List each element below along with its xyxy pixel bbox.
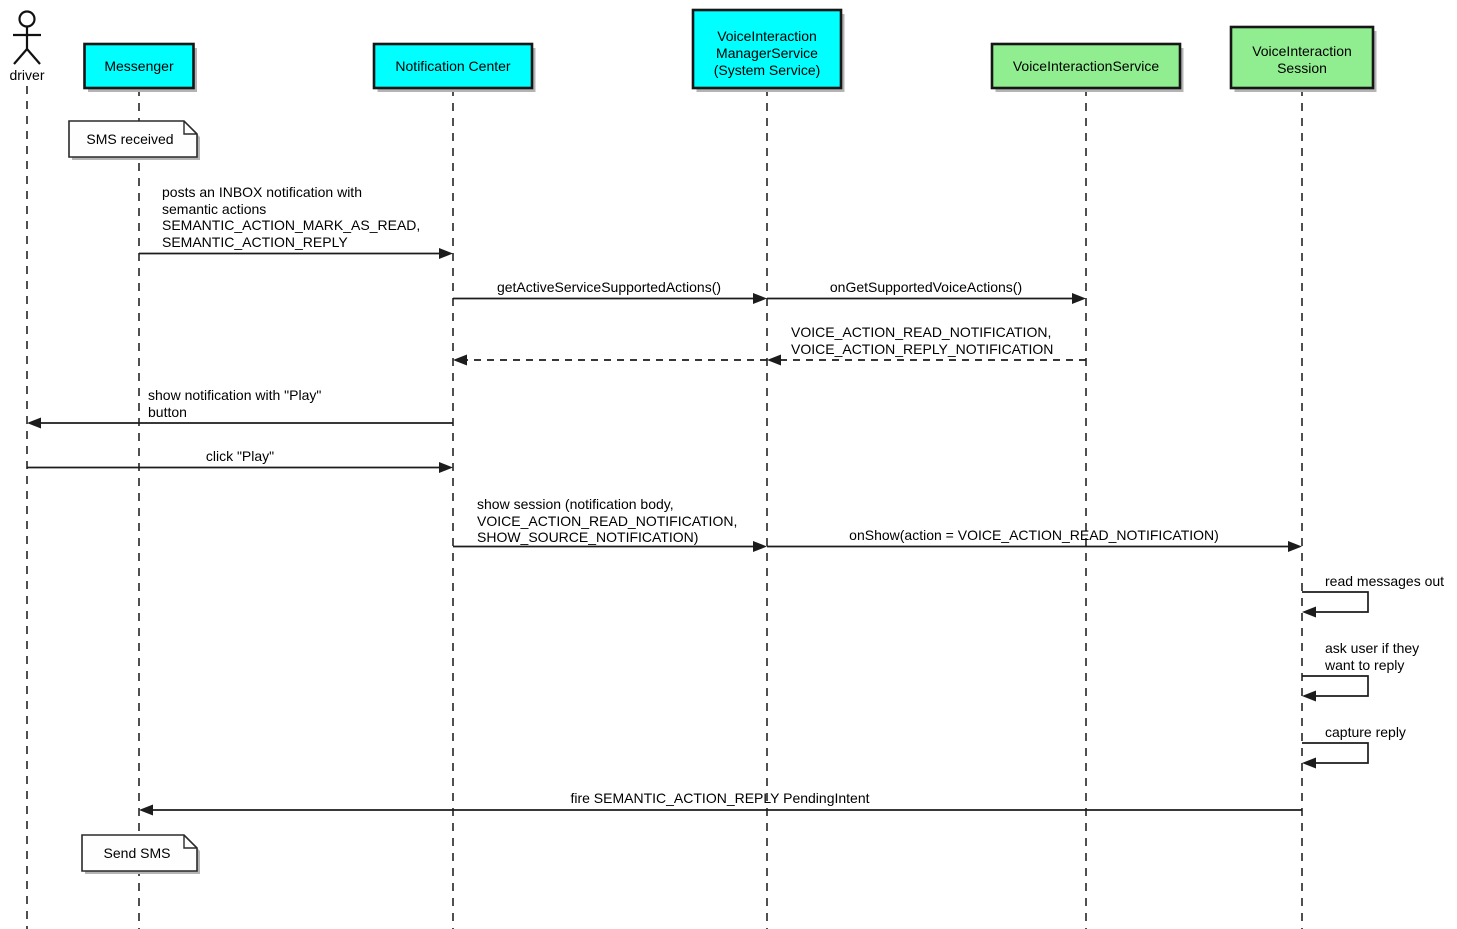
message-label: show notification with "Play" <box>148 387 321 403</box>
participant-label: Messenger <box>104 58 174 74</box>
participant-voice-interaction-session: VoiceInteraction Session <box>1229 25 1377 92</box>
message-click-play: click "Play" <box>27 448 453 473</box>
message-return-voice-actions: VOICE_ACTION_READ_NOTIFICATION, VOICE_AC… <box>453 324 1086 366</box>
self-message-capture-reply: capture reply <box>1302 724 1406 769</box>
note-sms-received: SMS received <box>68 120 200 160</box>
arrowhead-left-icon <box>767 354 781 366</box>
participant-label: (System Service) <box>714 62 821 78</box>
participant-label: VoiceInteraction <box>717 28 817 44</box>
self-message-read-messages-out: read messages out <box>1302 573 1444 618</box>
message-label: VOICE_ACTION_REPLY_NOTIFICATION <box>791 341 1053 357</box>
arrowhead-right-icon <box>1072 293 1086 304</box>
note-body <box>81 834 198 872</box>
arrowhead-right-icon <box>439 462 453 473</box>
message-label: SHOW_SOURCE_NOTIFICATION) <box>477 529 698 545</box>
message-label: onGetSupportedVoiceActions() <box>830 279 1022 295</box>
participant-box <box>83 42 195 90</box>
message-label: capture reply <box>1325 724 1406 740</box>
actor-leg-right-icon <box>26 48 41 65</box>
message-label: onShow(action = VOICE_ACTION_READ_NOTIFI… <box>849 527 1219 543</box>
participant-label: Session <box>1277 60 1327 76</box>
participant-label: VoiceInteractionService <box>1013 58 1160 74</box>
self-message-line <box>1302 675 1369 697</box>
participant-notification-center: Notification Center <box>372 42 536 92</box>
actor-head-icon <box>18 10 36 28</box>
actor-driver: driver <box>9 10 45 83</box>
arrowhead-left-icon <box>1302 757 1316 769</box>
self-message-ask-user-reply: ask user if they want to reply <box>1302 640 1419 702</box>
arrowhead-left-icon <box>453 354 467 366</box>
message-show-notification-play: show notification with "Play" button <box>27 387 453 429</box>
message-label: click "Play" <box>206 448 274 464</box>
arrowhead-left-icon <box>1302 690 1316 702</box>
arrowhead-right-icon <box>439 248 453 259</box>
arrowhead-left-icon <box>139 804 153 816</box>
participant-messenger: Messenger <box>83 42 197 92</box>
participant-box <box>990 42 1182 90</box>
message-get-active-service-supported-actions: getActiveServiceSupportedActions() <box>453 279 767 304</box>
note-fold-icon <box>183 835 197 849</box>
participant-label: Notification Center <box>395 58 511 74</box>
message-label: VOICE_ACTION_READ_NOTIFICATION, <box>477 513 737 529</box>
message-label: show session (notification body, <box>477 496 674 512</box>
message-label: SEMANTIC_ACTION_REPLY <box>162 234 348 250</box>
participant-box <box>691 8 843 90</box>
message-on-show: onShow(action = VOICE_ACTION_READ_NOTIFI… <box>767 527 1302 552</box>
note-label: Send SMS <box>104 845 171 861</box>
arrowhead-left-icon <box>1302 606 1316 618</box>
actor-label: driver <box>9 67 44 83</box>
message-show-session: show session (notification body, VOICE_A… <box>453 496 767 552</box>
participant-label: VoiceInteraction <box>1252 43 1352 59</box>
message-label: posts an INBOX notification with <box>162 184 362 200</box>
message-fire-semantic-action-reply: fire SEMANTIC_ACTION_REPLY PendingIntent <box>139 790 1302 816</box>
participant-box <box>372 42 534 90</box>
message-label: want to reply <box>1324 657 1404 673</box>
participant-box <box>1229 25 1375 90</box>
arrowhead-right-icon <box>1288 541 1302 552</box>
message-label: read messages out <box>1325 573 1444 589</box>
participant-label: ManagerService <box>716 45 818 61</box>
message-label: getActiveServiceSupportedActions() <box>497 279 721 295</box>
message-label: button <box>148 404 187 420</box>
note-fold-icon <box>183 121 197 135</box>
participant-voice-interaction-service: VoiceInteractionService <box>990 42 1184 92</box>
arrowhead-left-icon <box>27 417 41 429</box>
message-posts-inbox-notification: posts an INBOX notification with semanti… <box>139 184 453 259</box>
note-body <box>68 120 198 158</box>
message-label: semantic actions <box>162 201 266 217</box>
message-label: VOICE_ACTION_READ_NOTIFICATION, <box>791 324 1051 340</box>
self-message-line <box>1302 742 1369 764</box>
arrowhead-right-icon <box>753 293 767 304</box>
message-label: fire SEMANTIC_ACTION_REPLY PendingIntent <box>570 790 869 806</box>
participant-voice-interaction-manager-service: VoiceInteraction ManagerService (System … <box>691 8 845 92</box>
message-label: ask user if they <box>1325 640 1419 656</box>
arrowhead-right-icon <box>753 541 767 552</box>
note-send-sms: Send SMS <box>81 834 200 874</box>
note-label: SMS received <box>86 131 173 147</box>
self-message-line <box>1302 591 1369 613</box>
actor-leg-left-icon <box>13 48 28 65</box>
message-on-get-supported-voice-actions: onGetSupportedVoiceActions() <box>767 279 1086 304</box>
message-label: SEMANTIC_ACTION_MARK_AS_READ, <box>162 217 420 233</box>
